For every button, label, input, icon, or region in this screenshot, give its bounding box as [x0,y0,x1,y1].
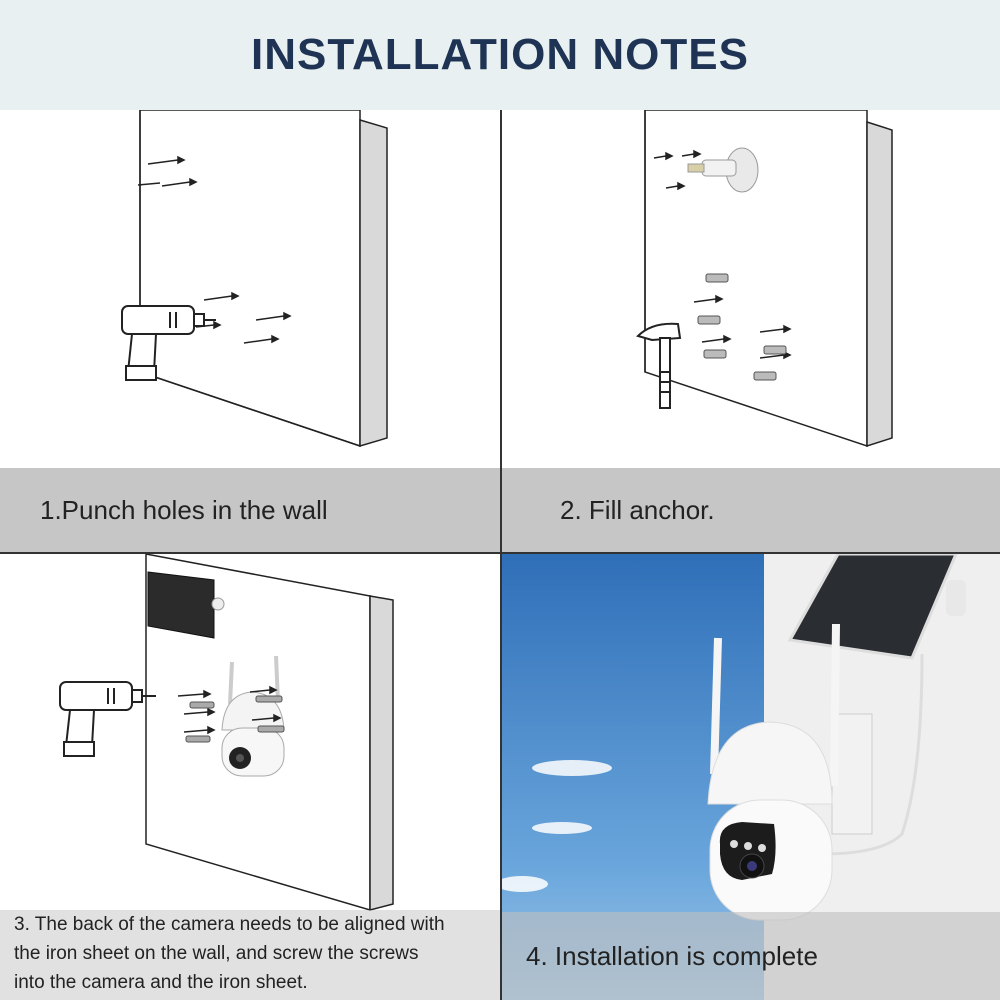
screw-icon [185,695,285,743]
step-2-panel: 2. Fill anchor. [502,110,1000,552]
step-3-panel: 3. The back of the camera needs to be al… [0,554,500,1000]
step-2-caption: 2. Fill anchor. [502,468,1000,552]
hammer-icon [636,322,682,409]
divider [0,552,1000,554]
step-1-caption: 1.Punch holes in the wall [0,468,500,552]
divider [500,110,502,1000]
solar-panel-icon [147,571,225,639]
step-1-panel: 1.Punch holes in the wall [0,110,500,552]
anchor-icon [697,273,787,381]
page-title: INSTALLATION NOTES [251,30,749,79]
step-3-caption: 3. The back of the camera needs to be al… [0,910,500,1000]
direction-arrows [137,155,292,344]
wall-illustration [636,110,893,448]
mount-bracket-icon [687,147,759,193]
caption-line: 3. The back of the camera needs to be al… [14,914,445,935]
drill-icon [59,681,156,757]
step-4-caption: 4. Installation is complete [502,912,1000,1000]
caption-line: the iron sheet on the wall, and screw th… [14,943,419,964]
header-banner: INSTALLATION NOTES [0,0,1000,110]
drill-icon [121,305,216,381]
wall-illustration [121,110,388,448]
cloud [502,760,612,892]
caption-line: into the camera and the iron sheet. [14,972,308,993]
wall-illustration [59,554,394,912]
camera-icon [221,655,285,777]
solar-panel-icon [787,554,966,856]
screw-arrows [177,685,282,735]
step-4-panel: 4. Installation is complete [502,554,1000,1000]
camera-icon [707,623,873,921]
